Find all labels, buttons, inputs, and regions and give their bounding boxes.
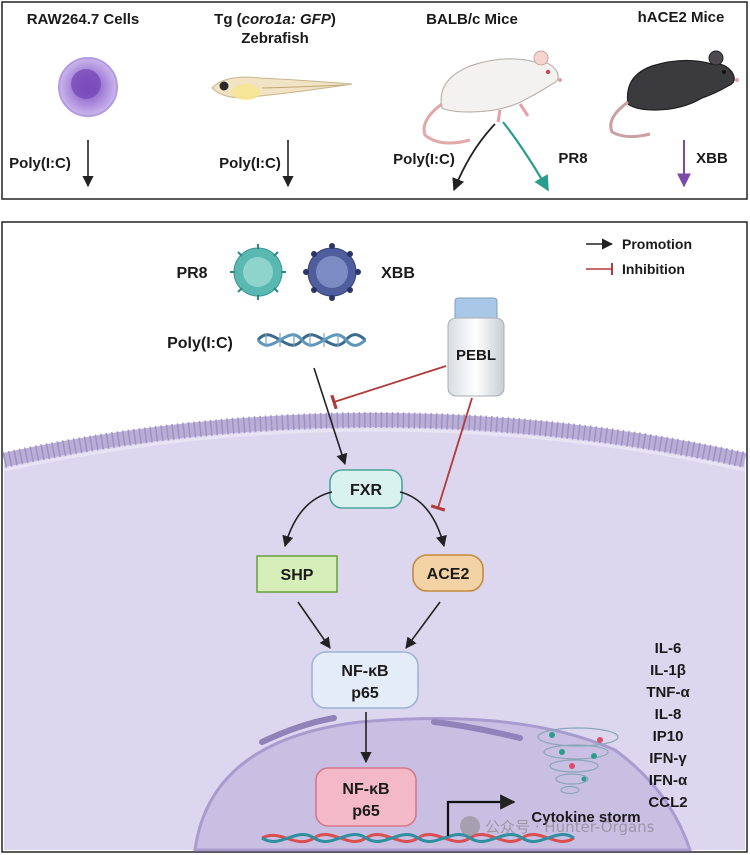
balbc-pr8-arrow: [502, 121, 549, 192]
nfkb-nucleus-label-2: p65: [352, 803, 380, 820]
nfkb-nucleus-label-1: NF-κB: [342, 781, 389, 798]
pr8-label: PR8: [176, 265, 207, 282]
ace2-node: [412, 554, 484, 592]
ace2-to-nfkb-arrow: [405, 601, 441, 649]
cytokine-list: IL-6 IL-1β TNF-α IL-8 IP10 IFN-γ IFN-α C…: [646, 640, 690, 811]
zebrafish-label-line2: Zebrafish: [241, 30, 309, 47]
ace2-label: ACE2: [427, 566, 470, 583]
cytokine-storm-label: Cytokine storm: [531, 809, 640, 826]
cytokine-item: IP10: [653, 728, 684, 745]
xbb-virus-icon: [303, 243, 361, 301]
balbc-label: BALB/c Mice: [426, 11, 518, 28]
zebrafish-stimulus-label: Poly(I:C): [219, 155, 281, 172]
cytokine-item: IFN-α: [649, 772, 688, 789]
watermark: 公众号 · Hunter-Organs: [460, 816, 655, 836]
raw-stimulus-label: Poly(I:C): [9, 155, 71, 172]
cytokine-item: IFN-γ: [649, 750, 687, 767]
hace2-label: hACE2 Mice: [638, 9, 725, 26]
pebl-bottle-icon: [447, 297, 505, 397]
cytokine-item: TNF-α: [646, 684, 690, 701]
shp-to-nfkb-arrow: [297, 601, 331, 649]
stimulus-to-fxr-arrow: [313, 367, 348, 466]
fxr-label: FXR: [350, 482, 382, 499]
balbc-stimulus-right: PR8: [558, 150, 587, 167]
cytokine-storm-icon: [537, 727, 619, 795]
legend-promotion-label: Promotion: [622, 236, 692, 252]
pebl-inhibits-stimulus: [330, 365, 447, 410]
model-panel: [1, 1, 748, 200]
shp-node: [256, 555, 338, 593]
fxr-node: [329, 469, 403, 509]
transcription-start-arrow: [446, 794, 516, 836]
balbc-polyic-arrow: [452, 123, 496, 192]
cytokine-item: IL-8: [655, 706, 682, 723]
cytokine-item: IL-1β: [650, 662, 686, 679]
zebrafish-larva-icon: [211, 76, 353, 100]
xbb-label: XBB: [381, 265, 415, 282]
fxr-to-ace2-arrow: [399, 491, 447, 548]
legend-inhibition-label: Inhibition: [622, 261, 685, 277]
black-mouse-icon: [609, 50, 739, 139]
cytokine-item: CCL2: [648, 794, 687, 811]
nfkb-cyto-label-2: p65: [351, 685, 379, 702]
raw-cells-label: RAW264.7 Cells: [27, 11, 140, 28]
hace2-stimulus-label: XBB: [696, 150, 728, 167]
balbc-stimulus-left: Poly(I:C): [393, 151, 455, 168]
macrophage-cell-icon: [58, 57, 118, 117]
zebrafish-label: Tg (coro1a: GFP): [214, 11, 336, 28]
dsrna-helix-icon: [256, 333, 367, 347]
nfkb-cyto-node: [311, 651, 419, 709]
nfkb-nucleus-node: [315, 767, 417, 827]
nfkb-cyto-label-1: NF-κB: [341, 663, 388, 680]
pebl-label: PEBL: [456, 347, 496, 364]
shp-label: SHP: [281, 567, 314, 584]
pebl-inhibits-fxr: [430, 397, 473, 512]
dna-strand-icon: [261, 833, 575, 844]
watermark-text: 公众号 · Hunter-Organs: [485, 818, 655, 836]
cytokine-item: IL-6: [655, 640, 682, 657]
fxr-to-shp-arrow: [282, 491, 333, 548]
pr8-virus-icon: [230, 244, 286, 300]
white-mouse-icon: [422, 50, 562, 145]
polyic-label: Poly(I:C): [167, 335, 233, 352]
